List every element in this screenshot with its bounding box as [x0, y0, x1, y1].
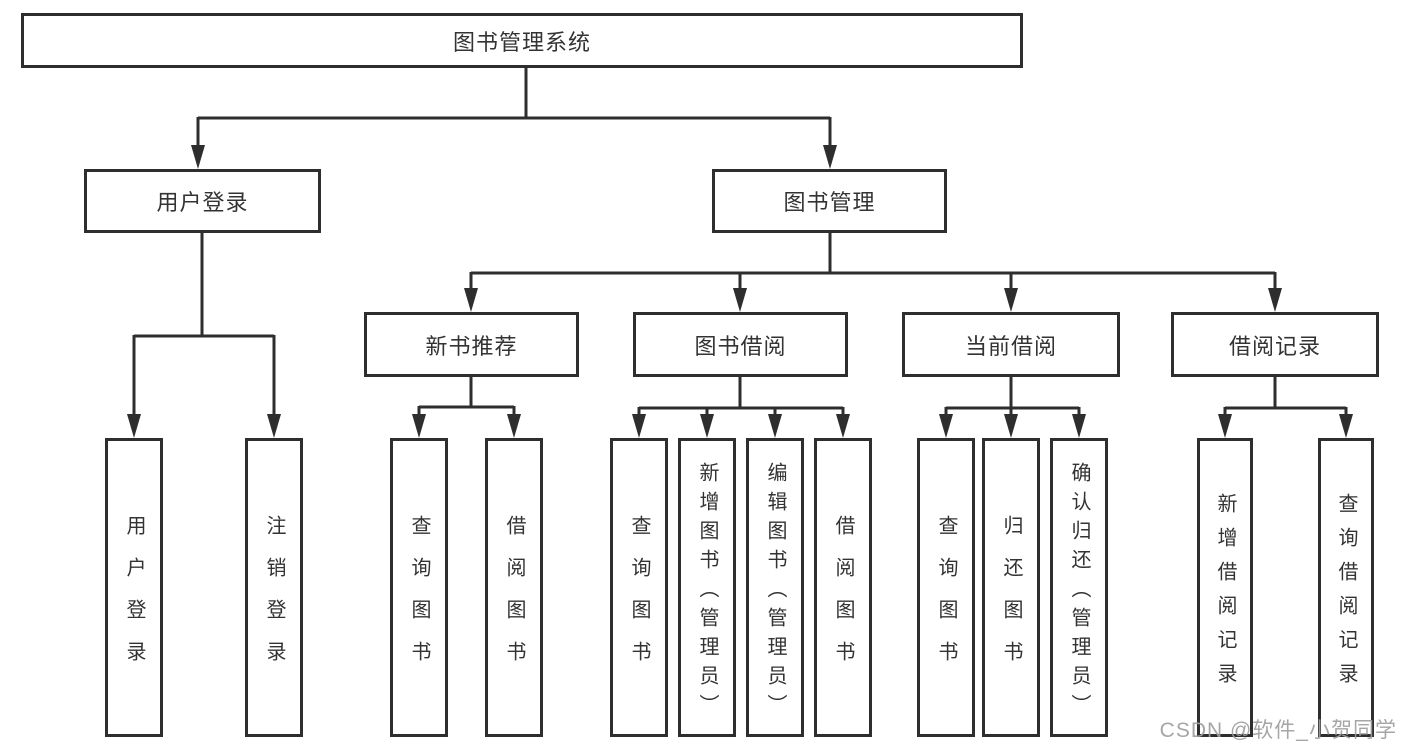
node-user-login-leaf: 用户登录 — [105, 438, 163, 737]
node-book-management: 图书管理 — [712, 169, 947, 233]
node-borrowing-records: 借阅记录 — [1171, 312, 1379, 377]
node-label: 新增借阅记录 — [1214, 492, 1236, 697]
node-logout: 注销登录 — [245, 438, 303, 737]
node-user-login: 用户登录 — [84, 169, 321, 233]
node-label: 借阅图书 — [503, 514, 525, 683]
node-library-management-system: 图书管理系统 — [21, 13, 1023, 68]
node-label: 用户登录 — [123, 514, 145, 683]
node-label: 查询图书 — [935, 514, 957, 683]
node-confirm-return-admin: 确认归还（管理员） — [1050, 438, 1108, 737]
node-label: 图书借阅 — [694, 333, 787, 359]
node-current-borrowing: 当前借阅 — [902, 312, 1120, 377]
node-label: 查询借阅记录 — [1335, 492, 1357, 697]
node-label: 查询图书 — [408, 514, 430, 683]
node-label: 用户登录 — [156, 190, 249, 215]
node-add-borrow-record: 新增借阅记录 — [1197, 438, 1253, 737]
watermark-text: CSDN @软件_小贺同学 — [1159, 719, 1397, 742]
node-borrow-books-recommend: 借阅图书 — [485, 438, 543, 737]
node-label: 新书推荐 — [425, 333, 518, 359]
node-label: 图书管理系统 — [452, 29, 591, 55]
node-return-books: 归还图书 — [982, 438, 1040, 737]
node-label: 确认归还（管理员） — [1068, 461, 1090, 723]
node-label: 借阅图书 — [832, 514, 854, 683]
node-label: 归还图书 — [1000, 514, 1022, 683]
node-label: 查询图书 — [628, 514, 650, 683]
node-label: 当前借阅 — [964, 333, 1057, 359]
node-label: 图书管理 — [783, 190, 876, 215]
node-borrow-books: 借阅图书 — [814, 438, 872, 737]
node-query-books-current: 查询图书 — [917, 438, 975, 737]
node-book-borrowing: 图书借阅 — [633, 312, 848, 377]
node-label: 注销登录 — [263, 514, 285, 683]
node-query-borrow-record: 查询借阅记录 — [1318, 438, 1374, 737]
node-query-books-recommend: 查询图书 — [390, 438, 448, 737]
node-label: 新增图书（管理员） — [696, 461, 718, 723]
node-label: 借阅记录 — [1228, 333, 1321, 359]
node-edit-book-admin: 编辑图书（管理员） — [746, 438, 804, 737]
node-add-book-admin: 新增图书（管理员） — [678, 438, 736, 737]
node-label: 编辑图书（管理员） — [764, 461, 786, 723]
node-query-books-borrowing: 查询图书 — [610, 438, 668, 737]
node-new-book-recommend: 新书推荐 — [364, 312, 579, 377]
